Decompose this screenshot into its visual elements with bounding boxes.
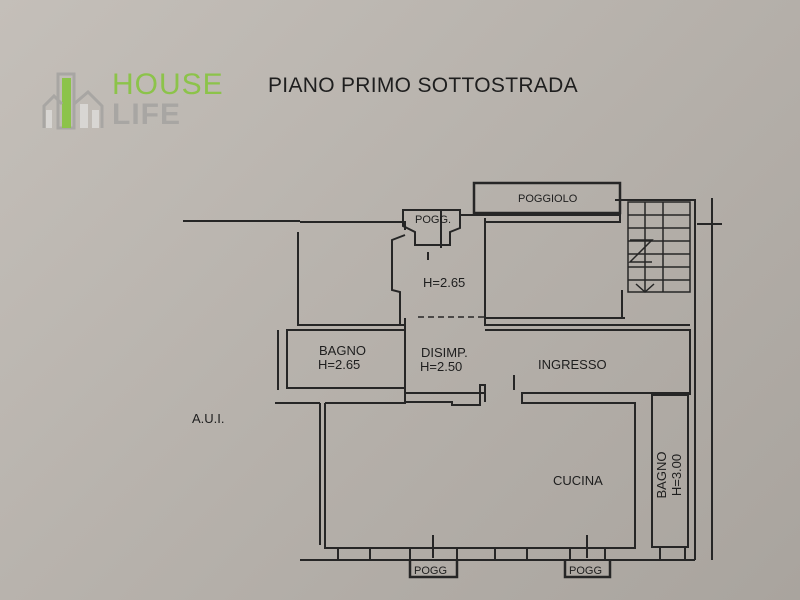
room-label-bagno-left: BAGNO bbox=[319, 343, 366, 358]
area-label-aui: A.U.I. bbox=[192, 411, 225, 426]
room-height-bagno-right: H=3.00 bbox=[669, 453, 684, 497]
stairs bbox=[627, 201, 691, 294]
logo-word-life: LIFE bbox=[112, 98, 181, 131]
room-label-poggiolo: POGGIOLO bbox=[518, 193, 578, 205]
room-height-main: H=2.65 bbox=[423, 275, 466, 290]
room-label-cucina: CUCINA bbox=[553, 473, 603, 488]
house-life-logo: HOUSE LIFE bbox=[40, 68, 240, 132]
room-label-pogg-bottom-2: POGG bbox=[569, 565, 603, 577]
room-height-bagno-left: H=2.65 bbox=[318, 357, 361, 372]
building-icon bbox=[42, 72, 104, 130]
room-label-pogg-bottom-1: POGG bbox=[414, 565, 448, 577]
logo-word-house: HOUSE bbox=[112, 68, 224, 101]
room-height-disimp: H=2.50 bbox=[420, 359, 463, 374]
room-label-pogg-small: POGG. bbox=[415, 214, 452, 226]
interior-walls bbox=[275, 316, 691, 549]
room-label-bagno-right: BAGNO bbox=[654, 451, 669, 499]
bottom-wall bbox=[300, 210, 695, 579]
room-label-disimp: DISIMP. bbox=[421, 345, 468, 360]
outer-walls bbox=[183, 181, 722, 560]
room-label-ingresso: INGRESSO bbox=[538, 357, 607, 372]
plan-title: PIANO PRIMO SOTTOSTRADA bbox=[268, 74, 578, 97]
